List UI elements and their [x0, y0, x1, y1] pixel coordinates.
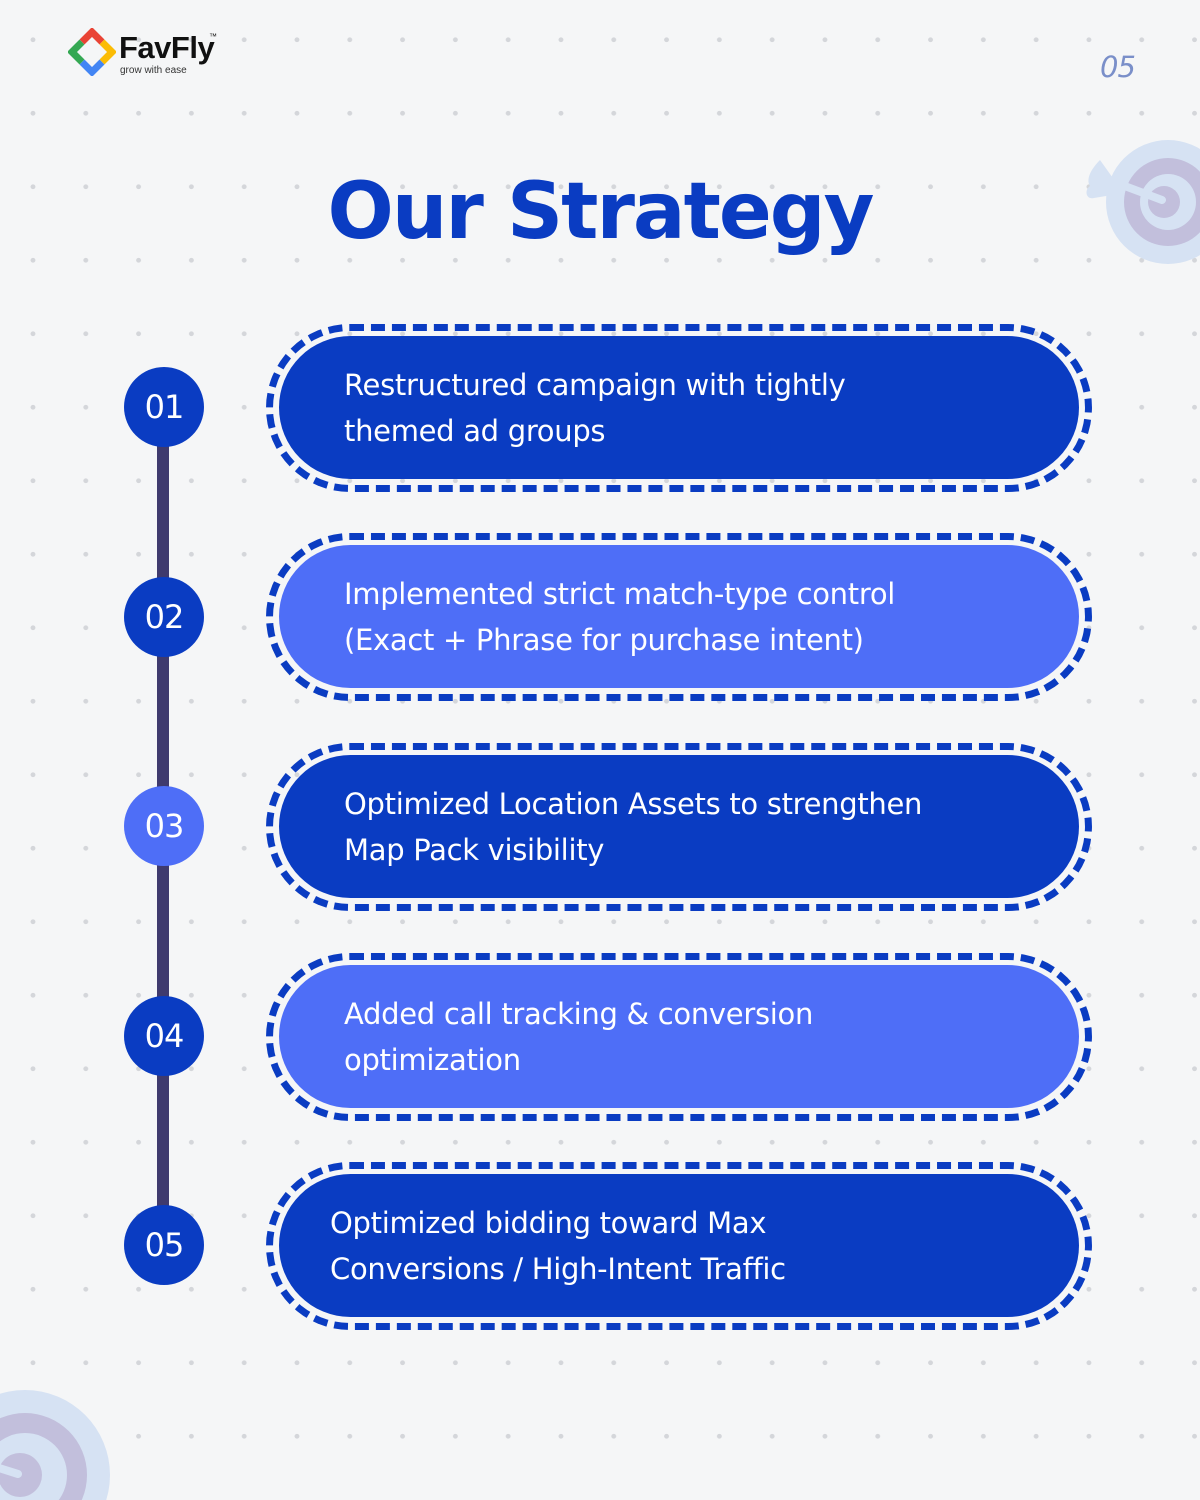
brand-tagline: grow with ease [120, 65, 187, 76]
step-card-03: Optimized Location Assets to strengthen … [279, 755, 1079, 898]
step-badge-05: 05 [124, 1205, 204, 1285]
step-text: Added call tracking & conversion optimiz… [344, 996, 814, 1077]
target-with-arrow-icon [1086, 140, 1200, 264]
step-card-05: Optimized bidding toward Max Conversions… [279, 1174, 1079, 1317]
step-badge-01: 01 [124, 367, 204, 447]
step-card-01: Restructured campaign with tightly theme… [279, 336, 1079, 479]
step-card-02: Implemented strict match-type control (E… [279, 545, 1079, 688]
step-outline-03 [266, 743, 1092, 911]
step-text: Optimized Location Assets to strengthen … [344, 786, 923, 867]
brand-logo: FavFly ™ grow with ease [68, 28, 228, 78]
page-number: 05 [1100, 50, 1136, 84]
target-icon [0, 1390, 110, 1500]
step-outline-04 [266, 953, 1092, 1121]
step-badge-04: 04 [124, 996, 204, 1076]
step-badge-02: 02 [124, 577, 204, 657]
step-text: Restructured campaign with tightly theme… [344, 367, 846, 448]
step-outline-01 [266, 324, 1092, 492]
step-badge-03: 03 [124, 786, 204, 866]
step-card-04: Added call tracking & conversion optimiz… [279, 965, 1079, 1108]
step-text: Implemented strict match-type control (E… [344, 576, 896, 657]
page-title: Our Strategy [327, 167, 875, 257]
step-outline-02 [266, 533, 1092, 701]
favfly-logo-icon [68, 28, 116, 76]
trademark-mark: ™ [209, 32, 217, 41]
step-outline-05 [266, 1162, 1092, 1330]
step-text: Optimized bidding toward Max Conversions… [330, 1205, 786, 1286]
brand-name: FavFly [119, 30, 215, 65]
